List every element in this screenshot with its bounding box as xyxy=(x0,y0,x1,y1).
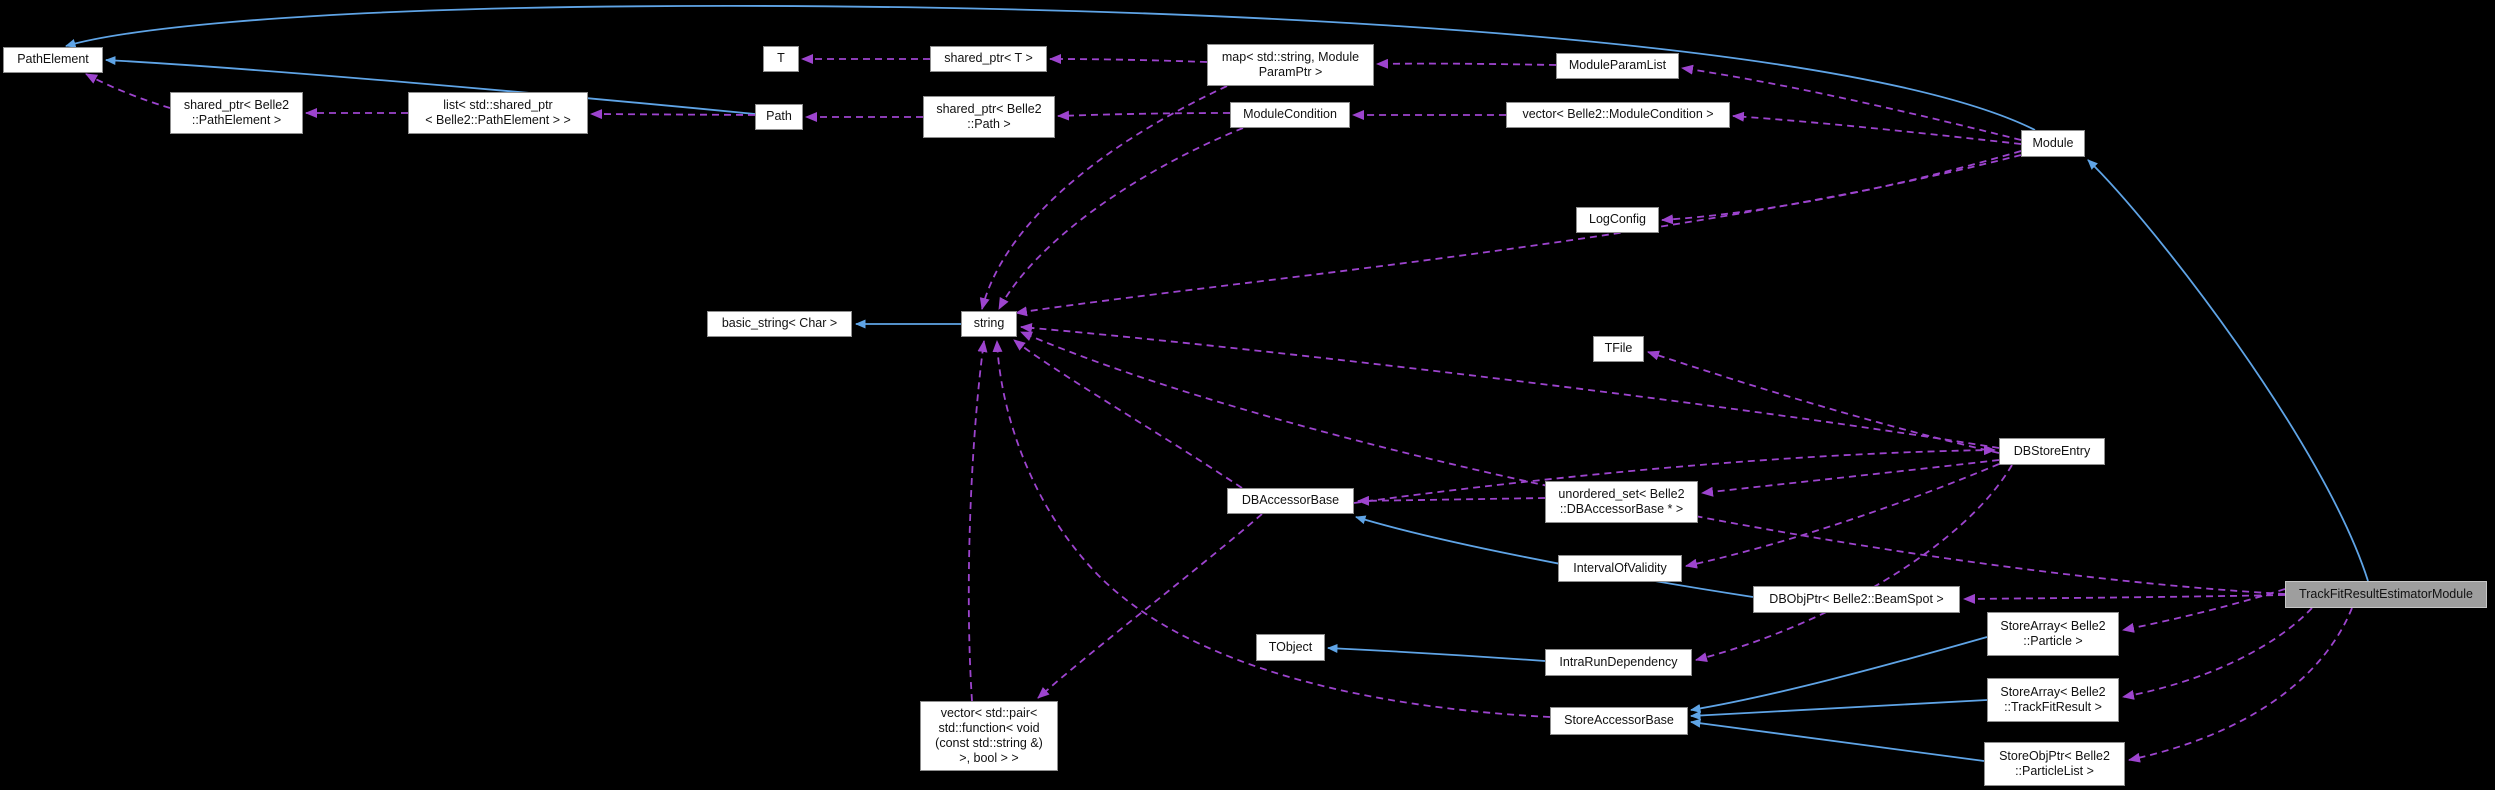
edge-storeobjptr-storeaccessorbase xyxy=(1690,718,1985,762)
edge-module-logconfig xyxy=(1661,150,2022,225)
node-dbaccessorbase-label: DBAccessorBase xyxy=(1241,493,1340,508)
edge-map-string xyxy=(979,85,1228,310)
node-dbobjptr-beamspot[interactable]: DBObjPtr< Belle2::BeamSpot > xyxy=(1753,586,1960,613)
node-vector-modulecondition[interactable]: vector< Belle2::ModuleCondition > xyxy=(1506,102,1730,128)
node-tobject[interactable]: TObject xyxy=(1256,634,1325,661)
edge-dbaccessorbase-string xyxy=(1013,339,1243,489)
edge-trackfitresultestimatormodule-storearrayparticle xyxy=(2122,588,2286,633)
node-storearray-trackfitresult[interactable]: StoreArray< Belle2 ::TrackFitResult > xyxy=(1987,678,2119,722)
node-unordered-set-label: unordered_set< Belle2 ::DBAccessorBase *… xyxy=(1558,486,1685,516)
edge-storearraytrackfitresult-storeaccessorbase xyxy=(1690,699,1988,720)
node-shared-ptr-t[interactable]: shared_ptr< T > xyxy=(930,46,1047,72)
edge-moduleparamlist-map xyxy=(1376,58,1557,69)
node-logconfig-label: LogConfig xyxy=(1589,212,1646,227)
edge-dbstoreentry-unorderedset xyxy=(1701,459,2000,497)
node-basic-string-char-label: basic_string< Char > xyxy=(721,316,838,331)
node-vector-pair-label: vector< std::pair< std::function< void (… xyxy=(935,705,1043,766)
node-dbstoreentry-label: DBStoreEntry xyxy=(2013,443,2091,458)
edge-path-list xyxy=(590,109,756,120)
node-t[interactable]: T xyxy=(763,46,799,72)
node-path[interactable]: Path xyxy=(755,104,803,130)
node-map-string-moduleparamptr[interactable]: map< std::string, Module ParamPtr > xyxy=(1207,44,1374,86)
edge-modulecondition-sharedptrpath xyxy=(1057,110,1231,121)
node-storeobjptr-particlelist[interactable]: StoreObjPtr< Belle2 ::ParticleList > xyxy=(1984,742,2125,786)
node-dbstoreentry[interactable]: DBStoreEntry xyxy=(1999,438,2105,465)
node-shared-ptr-path[interactable]: shared_ptr< Belle2 ::Path > xyxy=(923,96,1055,138)
node-dbaccessorbase[interactable]: DBAccessorBase xyxy=(1227,488,1354,514)
edge-dbstoreentry-tfile xyxy=(1647,350,2000,454)
node-moduleparamlist[interactable]: ModuleParamList xyxy=(1556,53,1679,79)
edge-unorderedset-dbaccessorbase xyxy=(1357,495,1546,506)
edge-dbobjptr-dbaccessorbase xyxy=(1355,515,1754,598)
edge-trackfitresultestimatormodule-storearraytrackfitresult xyxy=(2122,607,2313,700)
edge-vectorpair-string xyxy=(967,340,988,702)
edge-dbstoreentry-intrarundependency xyxy=(1695,464,2013,663)
node-tfile[interactable]: TFile xyxy=(1593,336,1644,362)
node-string[interactable]: string xyxy=(961,311,1017,337)
node-trackfitresultestimatormodule: TrackFitResultEstimatorModule xyxy=(2285,581,2487,608)
node-shared-ptr-t-label: shared_ptr< T > xyxy=(944,51,1033,66)
edge-module-vector xyxy=(1732,111,2022,145)
edge-path-pathelement xyxy=(105,56,756,115)
node-intervalofvalidity[interactable]: IntervalOfValidity xyxy=(1558,555,1682,582)
edge-storeaccessorbase-string xyxy=(992,340,1551,718)
node-storeobjptr-particlelist-label: StoreObjPtr< Belle2 ::ParticleList > xyxy=(1999,748,2110,778)
edge-module-pathelement xyxy=(65,5,2036,131)
node-storeaccessorbase[interactable]: StoreAccessorBase xyxy=(1550,707,1688,735)
node-vector-modulecondition-label: vector< Belle2::ModuleCondition > xyxy=(1522,107,1714,122)
edge-trackfitresultestimatormodule-storeobjptr xyxy=(2128,607,2353,763)
edge-trackfitresultestimatormodule-dbobjptr xyxy=(1963,593,2286,604)
node-modulecondition-label: ModuleCondition xyxy=(1243,107,1337,122)
node-storearray-particle[interactable]: StoreArray< Belle2 ::Particle > xyxy=(1987,612,2119,656)
node-storearray-trackfitresult-label: StoreArray< Belle2 ::TrackFitResult > xyxy=(2000,684,2106,714)
node-intrarundependency-label: IntraRunDependency xyxy=(1559,654,1678,669)
node-moduleparamlist-label: ModuleParamList xyxy=(1568,58,1667,73)
node-basic-string-char[interactable]: basic_string< Char > xyxy=(707,311,852,337)
edge-dbstoreentry-intervalofvalidity xyxy=(1685,463,2000,569)
node-module[interactable]: Module xyxy=(2021,130,2085,157)
node-string-label: string xyxy=(973,316,1005,331)
edge-trackfitresultestimatormodule-module xyxy=(2087,159,2369,582)
node-logconfig[interactable]: LogConfig xyxy=(1576,207,1659,233)
edge-module-string xyxy=(1015,154,2022,317)
node-path-label: Path xyxy=(766,109,792,124)
node-tobject-label: TObject xyxy=(1268,639,1313,654)
node-tfile-label: TFile xyxy=(1604,341,1633,356)
node-list-shared-ptr-pathelement-label: list< std::shared_ptr < Belle2::PathElem… xyxy=(425,97,571,127)
edge-map-sharedptrt xyxy=(1049,54,1208,65)
node-shared-ptr-pathelement[interactable]: shared_ptr< Belle2 ::PathElement > xyxy=(170,92,303,134)
node-unordered-set-dbaccessorbase[interactable]: unordered_set< Belle2 ::DBAccessorBase *… xyxy=(1545,481,1698,523)
node-list-shared-ptr-pathelement[interactable]: list< std::shared_ptr < Belle2::PathElem… xyxy=(408,92,588,134)
node-storearray-particle-label: StoreArray< Belle2 ::Particle > xyxy=(2000,618,2106,648)
node-module-label: Module xyxy=(2032,135,2074,150)
node-storeaccessorbase-label: StoreAccessorBase xyxy=(1564,713,1674,728)
edge-module-moduleparamlist xyxy=(1681,64,2022,141)
node-modulecondition[interactable]: ModuleCondition xyxy=(1230,102,1350,128)
node-map-label: map< std::string, Module ParamPtr > xyxy=(1221,49,1360,79)
edge-dbstoreentry-string xyxy=(1020,322,2000,449)
edge-sharedptrpathelement-pathelement xyxy=(85,73,171,109)
edge-storearrayparticle-storeaccessorbase xyxy=(1690,636,1988,713)
node-vector-pair-function-bool[interactable]: vector< std::pair< std::function< void (… xyxy=(920,701,1058,771)
edge-modulecondition-string xyxy=(998,127,1244,310)
node-t-label: T xyxy=(777,51,785,66)
node-intrarundependency[interactable]: IntraRunDependency xyxy=(1545,649,1692,676)
edge-dbaccessorbase-vectorpair xyxy=(1037,513,1263,699)
node-dbobjptr-beamspot-label: DBObjPtr< Belle2::BeamSpot > xyxy=(1769,591,1944,606)
node-pathelement-label: PathElement xyxy=(17,52,89,67)
node-intervalofvalidity-label: IntervalOfValidity xyxy=(1573,560,1667,575)
node-trackfitresultestimatormodule-label: TrackFitResultEstimatorModule xyxy=(2299,586,2473,601)
edge-intrarundependency-tobject xyxy=(1327,643,1546,662)
node-shared-ptr-path-label: shared_ptr< Belle2 ::Path > xyxy=(936,101,1042,131)
node-shared-ptr-pathelement-label: shared_ptr< Belle2 ::PathElement > xyxy=(183,97,290,127)
node-pathelement[interactable]: PathElement xyxy=(3,47,103,73)
